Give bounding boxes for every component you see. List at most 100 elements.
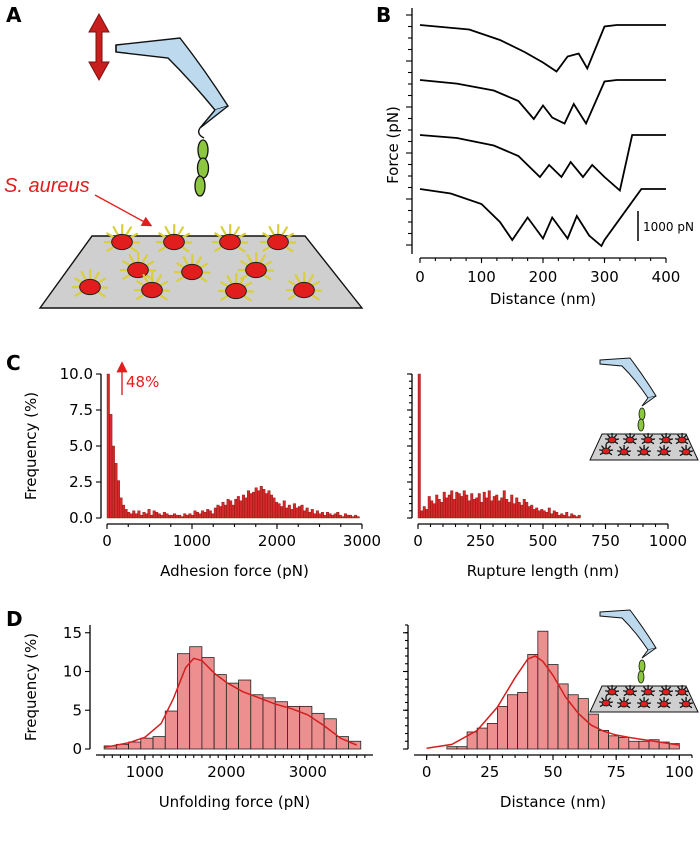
histogram-bar [277,503,281,519]
histogram-bar [264,493,268,519]
histogram-bar [257,490,261,519]
inset-schematic-c [589,357,699,461]
histogram-bar [435,494,439,519]
cantilever-tip [641,395,657,407]
histogram-bar [510,494,514,519]
adhesin-fiber [176,226,184,237]
histogram-bar [229,500,233,519]
histogram-bar [147,509,151,519]
bacterium-icon [656,444,672,457]
histogram-bar [280,506,284,519]
histogram-bar [272,497,276,519]
histogram-bar [183,513,187,519]
bacterium-body [111,233,133,251]
histogram-bar [505,499,509,519]
histogram-bar [527,654,539,750]
x-tick-label: 300 [590,268,619,286]
histogram-bar [457,493,461,519]
histogram-bar [447,494,451,519]
histogram-bar [333,513,337,519]
histogram-bar [241,494,245,519]
panel-a-schematic: S. aureus [4,12,364,309]
adhesin-fiber [80,271,88,282]
histogram-bar [259,486,263,519]
histogram-bar [328,513,332,519]
histogram-bar [562,514,566,519]
histogram-bar [295,507,299,519]
bacterium-icon [636,696,652,709]
histogram-bar [540,509,544,519]
panel-label-b: B [376,3,391,27]
histogram-bar [216,504,220,519]
x-tick-label: 200 [529,268,558,286]
histogram-bar [145,513,148,519]
bacterium-icon [133,271,171,301]
histogram-bar [234,499,238,519]
histogram-bar [252,491,256,519]
bacterium-body [267,233,289,251]
histogram-bar [577,514,581,519]
histogram-bar [155,512,159,519]
bacterium-body [219,233,241,251]
histogram-bar [270,494,273,519]
histogram-bar [422,506,426,519]
histogram-bar [356,516,360,519]
bacterium-body [619,700,629,708]
histogram-bar [116,480,120,519]
histogram-bar [152,510,156,519]
adhesin-fiber [154,274,162,285]
adhesin-fiber [226,275,234,286]
x-tick-label: 400 [652,268,681,286]
bacterium-icon [640,432,656,445]
bacterium-icon [285,271,323,301]
x-axis-label: Unfolding force (pN) [159,793,311,811]
histogram-bar [160,514,164,519]
histogram-bar [300,504,304,519]
bacterium-icon [674,432,690,445]
histogram-bar [618,736,630,750]
histogram-bar [119,497,123,519]
histogram-bar [173,513,177,519]
histogram-bar [482,491,486,519]
x-tick-label: 1000 [649,532,687,550]
histogram-bar [572,514,576,519]
histogram-bar [465,494,469,519]
adhesin-fiber [164,226,172,237]
histogram-bar [525,501,529,519]
x-axis-label: Adhesion force (pN) [160,562,309,580]
histogram-bar [547,664,559,750]
adhesin-fiber [112,226,120,237]
histogram-bar [532,509,536,519]
panel-label-c: C [6,351,21,375]
histogram-bar [485,497,489,519]
histogram-bar [492,496,496,519]
histogram-bar [542,510,546,519]
y-tick-label: 0 [72,740,82,758]
histogram-bar [244,497,248,519]
bacterium-icon [237,251,275,281]
scale-bar-label: 1000 pN [643,220,694,234]
histogram-bar [575,516,579,519]
x-tick-label: 250 [466,532,495,550]
histogram-bar [555,512,559,519]
histogram-bar [177,653,191,750]
force-curve [419,188,666,248]
histogram-bar [462,490,466,519]
bacterium-body [127,261,149,279]
bacterium-icon [173,253,211,283]
adhesin-fiber [142,274,150,285]
bacterium-body [643,688,653,696]
histogram-bar [537,630,549,750]
histogram-bar [331,514,335,519]
histogram-bar [129,513,133,519]
bacterium-icon [622,684,638,697]
histogram-bar [507,501,511,519]
y-axis-label: Frequency (%) [22,392,40,500]
bacterium-body [181,263,203,281]
histogram-bar [527,506,531,519]
bacterium-body [639,448,649,456]
panel-label-a: A [6,3,22,27]
bacterium-icon [71,268,109,298]
